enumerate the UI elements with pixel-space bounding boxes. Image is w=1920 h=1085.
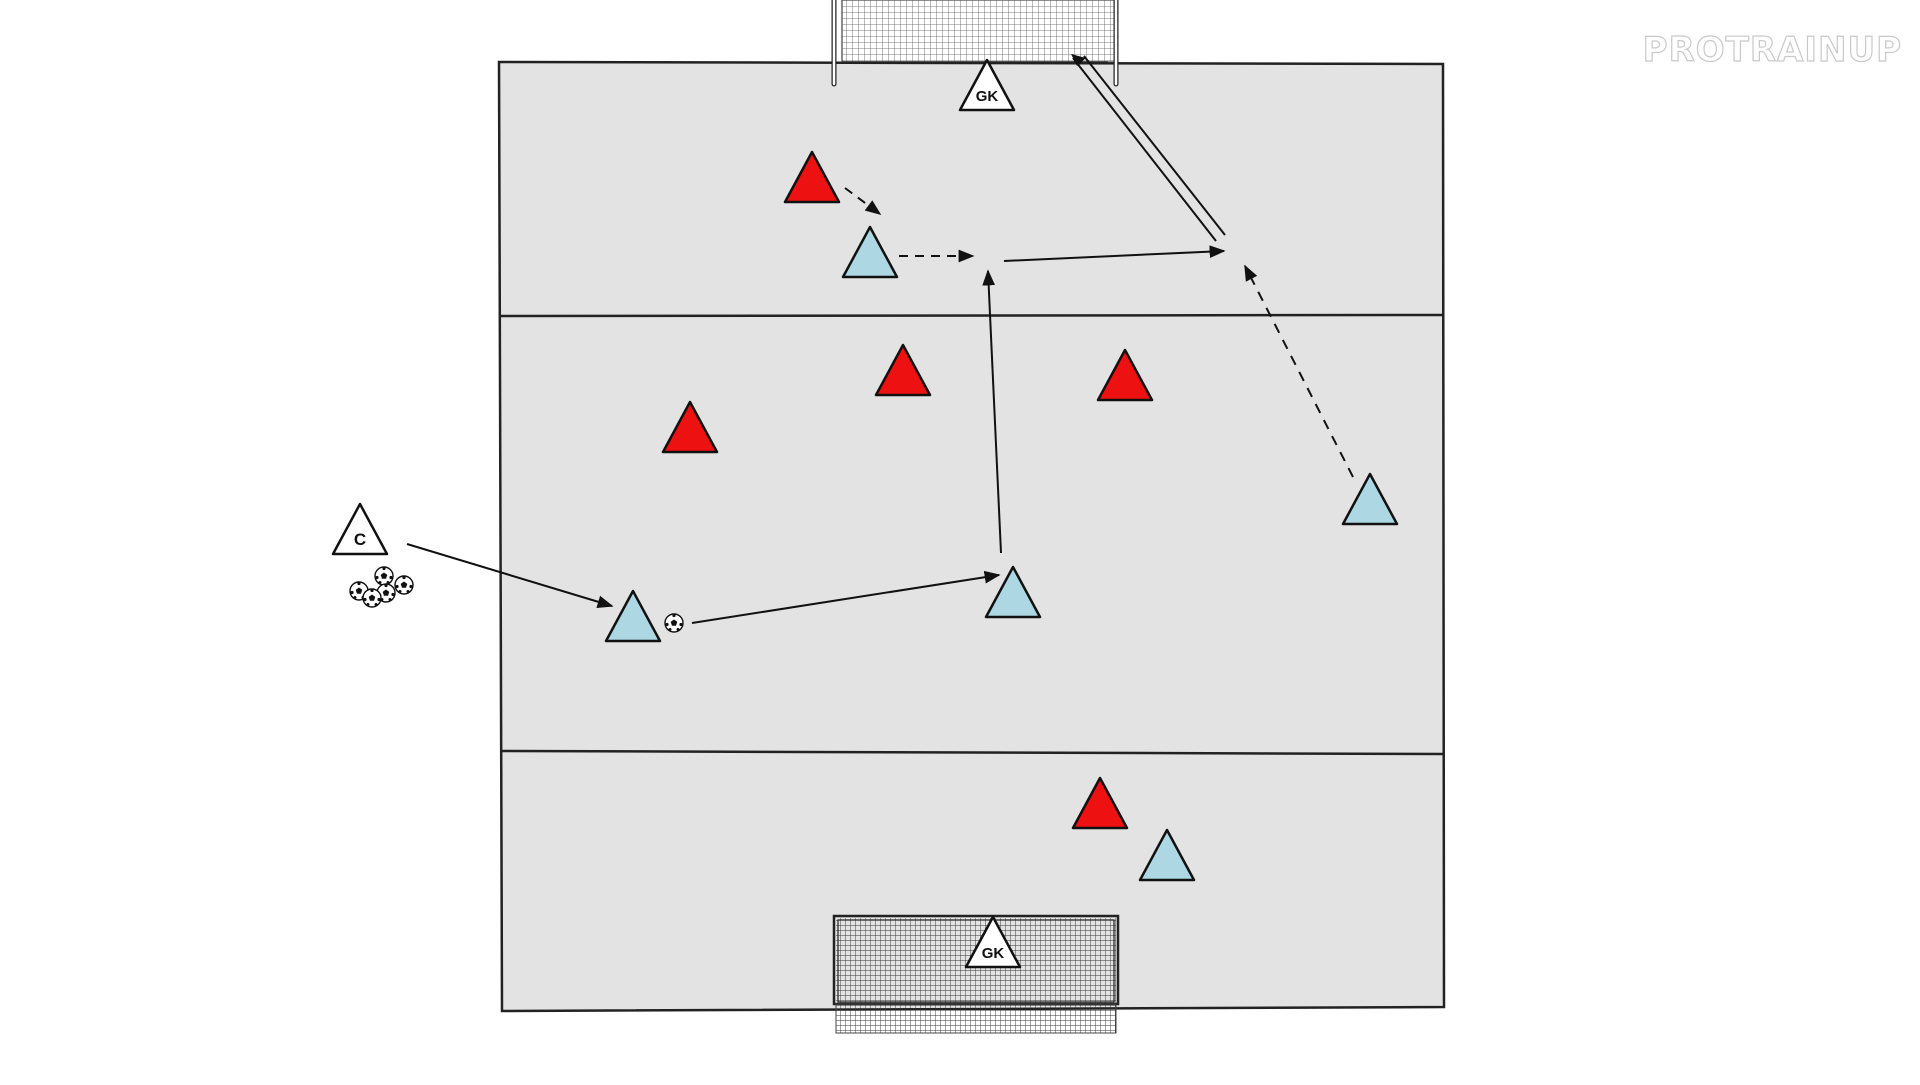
goalkeeper-bottom: GK [964, 915, 1022, 969]
movements [406, 54, 1354, 624]
pass-left-to-center [691, 570, 1001, 624]
top-goal [831, 0, 1119, 87]
zone-line-bottom [500, 749, 1445, 756]
coach-label: C [354, 530, 366, 549]
zone-line-top [499, 313, 1445, 318]
red-player-3 [1096, 348, 1154, 402]
red-player-4 [661, 400, 719, 454]
bottom-goal [832, 914, 1120, 1034]
blue-player-5 [1138, 828, 1196, 882]
ball-pile [349, 566, 414, 608]
goalkeeper-bottom-label: GK [982, 945, 1005, 962]
shot-arrowhead [1071, 54, 1086, 66]
pass-across-top [1003, 245, 1226, 262]
run-red-press [844, 187, 882, 215]
pass-center-upfield [982, 269, 1002, 554]
loose-ball [664, 613, 684, 633]
coach: C [331, 502, 389, 556]
blue-player-3 [984, 565, 1042, 619]
blue-player-2 [1341, 472, 1399, 526]
blue-player-4 [604, 589, 662, 643]
red-player-2 [874, 343, 932, 397]
run-wide-player [1244, 264, 1354, 478]
pitch-area [497, 60, 1446, 1013]
pass-coach-to-player [406, 543, 614, 608]
red-player-1 [783, 150, 841, 204]
shot-line-b [1083, 55, 1226, 236]
blue-player-1 [841, 225, 899, 279]
red-team [661, 150, 1154, 830]
pitch [497, 60, 1446, 1013]
watermark-logo: PROTRAINUP [1642, 29, 1902, 70]
red-player-5 [1071, 776, 1129, 830]
goalkeeper-top-label: GK [976, 88, 999, 105]
goalkeeper-top: GK [958, 58, 1016, 112]
shot-line-a [1072, 57, 1217, 242]
blue-team [604, 225, 1399, 882]
